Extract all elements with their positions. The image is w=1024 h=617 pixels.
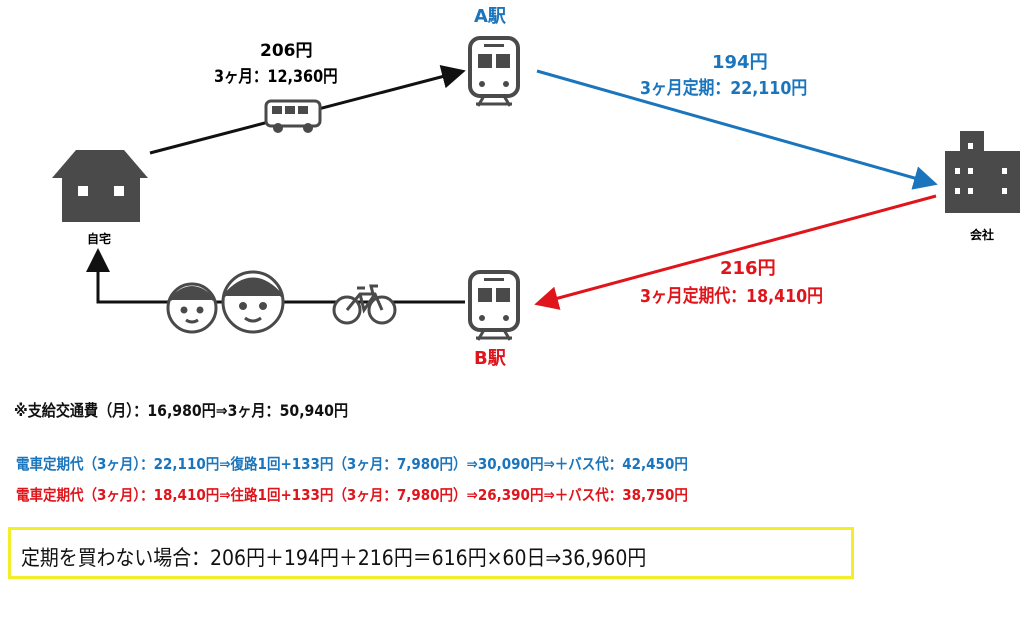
station-b-label: B駅 [474, 348, 506, 369]
blue-three-month: 3ヶ月定期：22,110円 [640, 78, 808, 99]
blue-fare: 194円 [712, 52, 768, 73]
red-three-month: 3ヶ月定期代：18,410円 [640, 286, 824, 307]
red-fare: 216円 [720, 258, 776, 279]
bus-three-month: 3ヶ月：12,360円 [214, 67, 338, 87]
home-label: 自宅 [87, 232, 112, 246]
bus-icon [264, 99, 322, 133]
red-calculation: 電車定期代（3ヶ月）：18,410円⇒往路1回+133円（3ヶ月：7,980円）… [16, 486, 688, 504]
adult-face-icon [221, 270, 285, 334]
no-pass-highlight-box: 定期を買わない場合：206円＋194円＋216円＝616円×60日⇒36,960… [8, 527, 854, 579]
red-train-arrow [534, 194, 937, 310]
child-face-icon [166, 282, 218, 334]
train-b-icon [468, 270, 520, 341]
house-icon [52, 150, 148, 222]
allowance-note: ※支給交通費（月）：16,980円⇒3ヶ月：50,940円 [14, 401, 349, 420]
bus-fare: 206円 [260, 41, 313, 61]
blue-train-arrow [536, 69, 938, 190]
bicycle-icon [332, 284, 397, 325]
company-label: 会社 [970, 228, 995, 242]
station-a-label: A駅 [474, 6, 506, 27]
blue-calculation: 電車定期代（3ヶ月）：22,110円⇒復路1回+133円（3ヶ月：7,980円）… [16, 455, 688, 473]
no-pass-calculation: 定期を買わない場合：206円＋194円＋216円＝616円×60日⇒36,960… [21, 546, 647, 570]
office-building-icon [945, 131, 1020, 213]
train-a-icon [468, 36, 520, 107]
